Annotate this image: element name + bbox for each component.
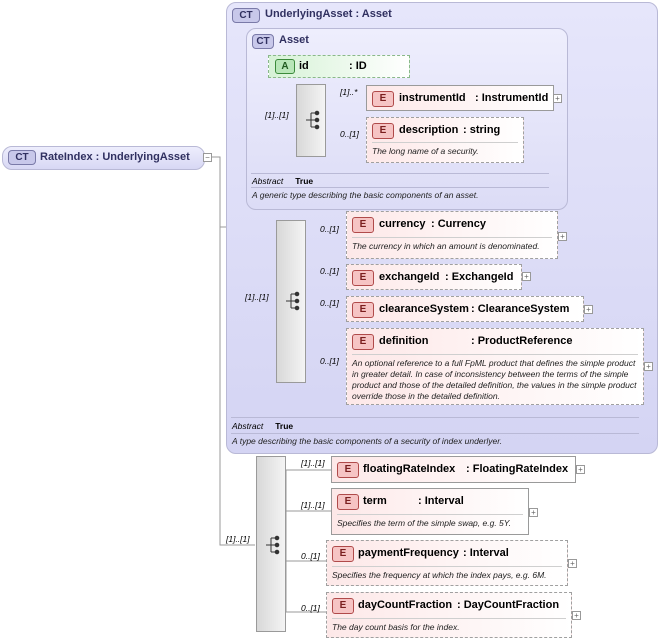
element-name: definition [379, 335, 429, 347]
sequence-icon [306, 110, 320, 130]
element-badge: E [352, 217, 374, 233]
element-type: : DayCountFraction [457, 599, 560, 611]
element-floating-rate-index[interactable]: E floatingRateIndex : FloatingRateIndex [331, 456, 576, 483]
element-type: : Interval [463, 547, 509, 559]
element-day-count-fraction[interactable]: E dayCountFraction : DayCountFraction Th… [326, 592, 572, 638]
element-badge: E [332, 598, 354, 614]
attribute-name: id [299, 60, 309, 72]
element-doc: The long name of a security. [372, 142, 518, 157]
divider [231, 417, 639, 418]
expand-toggle[interactable]: + [522, 272, 531, 281]
expand-toggle[interactable]: + [572, 611, 581, 620]
element-name: term [363, 495, 387, 507]
element-name: dayCountFraction [358, 599, 453, 611]
cardinality: [1]..* [340, 87, 358, 97]
element-doc: The day count basis for the index. [332, 618, 566, 633]
root-label: RateIndex : UnderlyingAsset [40, 151, 190, 163]
element-badge: E [332, 546, 354, 562]
element-badge: E [337, 494, 359, 510]
attribute-type: : ID [349, 60, 367, 72]
element-name: instrumentId [399, 92, 466, 104]
element-type: : FloatingRateIndex [466, 463, 569, 475]
element-type: : InstrumentId [475, 92, 549, 104]
cardinality: 0..[1] [320, 224, 339, 234]
element-badge: E [352, 270, 374, 286]
element-type: : string [463, 124, 501, 136]
element-badge: E [372, 123, 394, 139]
element-exchange-id[interactable]: E exchangeId : ExchangeId [346, 264, 522, 290]
element-description[interactable]: E description : string The long name of … [366, 117, 524, 163]
underlying-asset-sequence[interactable] [276, 220, 306, 383]
element-name: clearanceSystem [379, 303, 469, 315]
expand-toggle[interactable]: + [558, 232, 567, 241]
sequence-icon [286, 291, 300, 311]
cardinality: [1]..[1] [301, 500, 325, 510]
element-name: description [399, 124, 459, 136]
cardinality: 0..[1] [320, 298, 339, 308]
element-doc: The currency in which an amount is denom… [352, 237, 552, 252]
collapse-toggle[interactable]: − [203, 153, 212, 162]
cardinality: [1]..[1] [245, 292, 269, 302]
attribute-id[interactable]: A id : ID [268, 55, 410, 78]
element-doc: Specifies the term of the simple swap, e… [337, 514, 523, 529]
element-name: exchangeId [379, 271, 440, 283]
cardinality: [1]..[1] [301, 458, 325, 468]
expand-toggle[interactable]: + [576, 465, 585, 474]
element-badge: E [352, 334, 374, 350]
element-badge: E [372, 91, 394, 107]
cardinality: 0..[1] [301, 603, 320, 613]
element-doc: An optional reference to a full FpML pro… [352, 354, 638, 402]
element-badge: E [352, 302, 374, 318]
cardinality: [1]..[1] [226, 534, 250, 544]
element-type: : ClearanceSystem [471, 303, 570, 315]
sequence-icon [266, 535, 280, 555]
asset-doc: A generic type describing the basic comp… [252, 190, 479, 200]
expand-toggle[interactable]: + [584, 305, 593, 314]
cardinality: 0..[1] [320, 266, 339, 276]
complex-type-badge: CT [232, 8, 260, 23]
expand-toggle[interactable]: + [553, 94, 562, 103]
element-term[interactable]: E term : Interval Specifies the term of … [331, 488, 529, 535]
cardinality: 0..[1] [340, 129, 359, 139]
divider [251, 187, 549, 188]
root-rate-index-node[interactable]: CT RateIndex : UnderlyingAsset [2, 146, 205, 170]
element-instrument-id[interactable]: E instrumentId : InstrumentId [366, 85, 554, 111]
divider [231, 433, 639, 434]
element-name: currency [379, 218, 426, 230]
expand-toggle[interactable]: + [568, 559, 577, 568]
underlying-asset-title: UnderlyingAsset : Asset [265, 8, 392, 20]
complex-type-badge: CT [8, 150, 36, 165]
element-type: : Currency [431, 218, 487, 230]
element-definition[interactable]: E definition : ProductReference An optio… [346, 328, 644, 405]
element-type: : ExchangeId [445, 271, 514, 283]
complex-type-badge: CT [252, 34, 274, 49]
element-doc: Specifies the frequency at which the ind… [332, 566, 562, 581]
divider [251, 173, 549, 174]
element-name: floatingRateIndex [363, 463, 456, 475]
asset-title: Asset [279, 34, 309, 46]
expand-toggle[interactable]: + [644, 362, 653, 371]
rate-index-sequence[interactable] [256, 456, 286, 632]
expand-toggle[interactable]: + [529, 508, 538, 517]
attribute-badge: A [275, 59, 295, 74]
underlying-asset-doc: A type describing the basic components o… [232, 436, 503, 446]
cardinality: 0..[1] [301, 551, 320, 561]
element-payment-frequency[interactable]: E paymentFrequency : Interval Specifies … [326, 540, 568, 586]
element-type: : ProductReference [471, 335, 573, 347]
element-badge: E [337, 462, 359, 478]
element-type: : Interval [418, 495, 464, 507]
cardinality: 0..[1] [320, 356, 339, 366]
element-name: paymentFrequency [358, 547, 459, 559]
asset-sequence[interactable] [296, 84, 326, 157]
element-clearance-system[interactable]: E clearanceSystem : ClearanceSystem [346, 296, 584, 322]
element-currency[interactable]: E currency : Currency The currency in wh… [346, 211, 558, 259]
cardinality: [1]..[1] [265, 110, 289, 120]
